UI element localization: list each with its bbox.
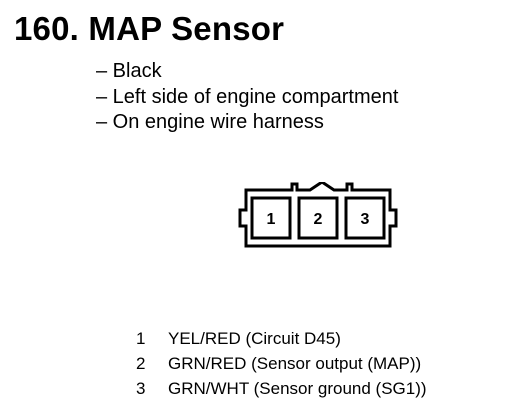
pin-description: YEL/RED (Circuit D45) — [168, 329, 341, 348]
detail-color: – Black — [96, 60, 162, 82]
pin-list: 1 YEL/RED (Circuit D45) 2 GRN/RED (Senso… — [136, 326, 427, 401]
pin-cavity-3 — [344, 196, 386, 240]
pin-cavity-2 — [297, 196, 339, 240]
pin-number: 2 — [136, 354, 146, 373]
pin-description: GRN/WHT (Sensor ground (SG1)) — [168, 379, 427, 398]
pin-row-3: 3 GRN/WHT (Sensor ground (SG1)) — [136, 376, 427, 401]
pin-label-1: 1 — [267, 211, 276, 228]
connector-diagram: 1 2 3 — [238, 182, 398, 248]
pin-row-2: 2 GRN/RED (Sensor output (MAP)) — [136, 351, 427, 376]
connector-housing-outline — [238, 182, 398, 248]
pin-description: GRN/RED (Sensor output (MAP)) — [168, 354, 422, 373]
page-title: 160. MAP Sensor — [14, 10, 285, 47]
sensor-details: – Black – Left side of engine compartmen… — [96, 59, 398, 136]
detail-harness: – On engine wire harness — [96, 111, 324, 133]
pin-number: 3 — [136, 379, 146, 398]
pin-label-2: 2 — [314, 211, 323, 228]
pin-label-3: 3 — [361, 211, 370, 228]
pin-row-1: 1 YEL/RED (Circuit D45) — [136, 326, 427, 351]
detail-location: – Left side of engine compartment — [96, 85, 399, 108]
pin-cavity-1 — [250, 196, 292, 240]
pin-number: 1 — [136, 329, 146, 348]
